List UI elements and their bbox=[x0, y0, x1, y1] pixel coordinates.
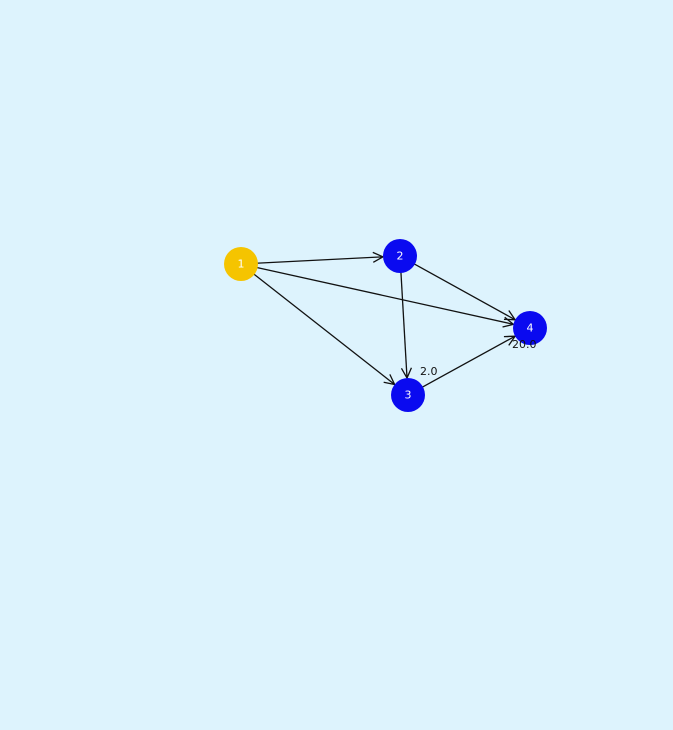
node-3[interactable]: 3 bbox=[391, 378, 425, 412]
nodes-layer: 1 2 3 4 bbox=[224, 239, 547, 412]
edge-1-3 bbox=[252, 272, 396, 386]
node-1[interactable]: 1 bbox=[224, 247, 258, 281]
node-label-2: 2 bbox=[397, 250, 404, 263]
node-circle-3[interactable] bbox=[391, 378, 425, 412]
node-2[interactable]: 2 bbox=[383, 239, 417, 273]
node-circle-2[interactable] bbox=[383, 239, 417, 273]
arrowhead-2-4 bbox=[503, 310, 517, 321]
edges-layer bbox=[252, 251, 517, 389]
edge-3-4 bbox=[420, 335, 516, 389]
edge-2-3 bbox=[400, 270, 408, 379]
node-label-1: 1 bbox=[238, 258, 245, 271]
edge-2-4 bbox=[412, 262, 516, 321]
node-circle-1[interactable] bbox=[224, 247, 258, 281]
node-label-3: 3 bbox=[405, 389, 412, 402]
edge-label-2-3: 2.0 bbox=[420, 365, 438, 378]
node-4[interactable]: 4 bbox=[513, 311, 547, 345]
node-label-4: 4 bbox=[527, 322, 534, 335]
arrowhead-2-3 bbox=[400, 367, 413, 380]
node-circle-4[interactable] bbox=[513, 311, 547, 345]
edge-1-4 bbox=[255, 266, 514, 325]
edge-labels-layer: 2.0 20.0 bbox=[420, 338, 537, 378]
edge-1-2 bbox=[255, 256, 384, 264]
edge-label-3-4: 20.0 bbox=[512, 338, 537, 351]
